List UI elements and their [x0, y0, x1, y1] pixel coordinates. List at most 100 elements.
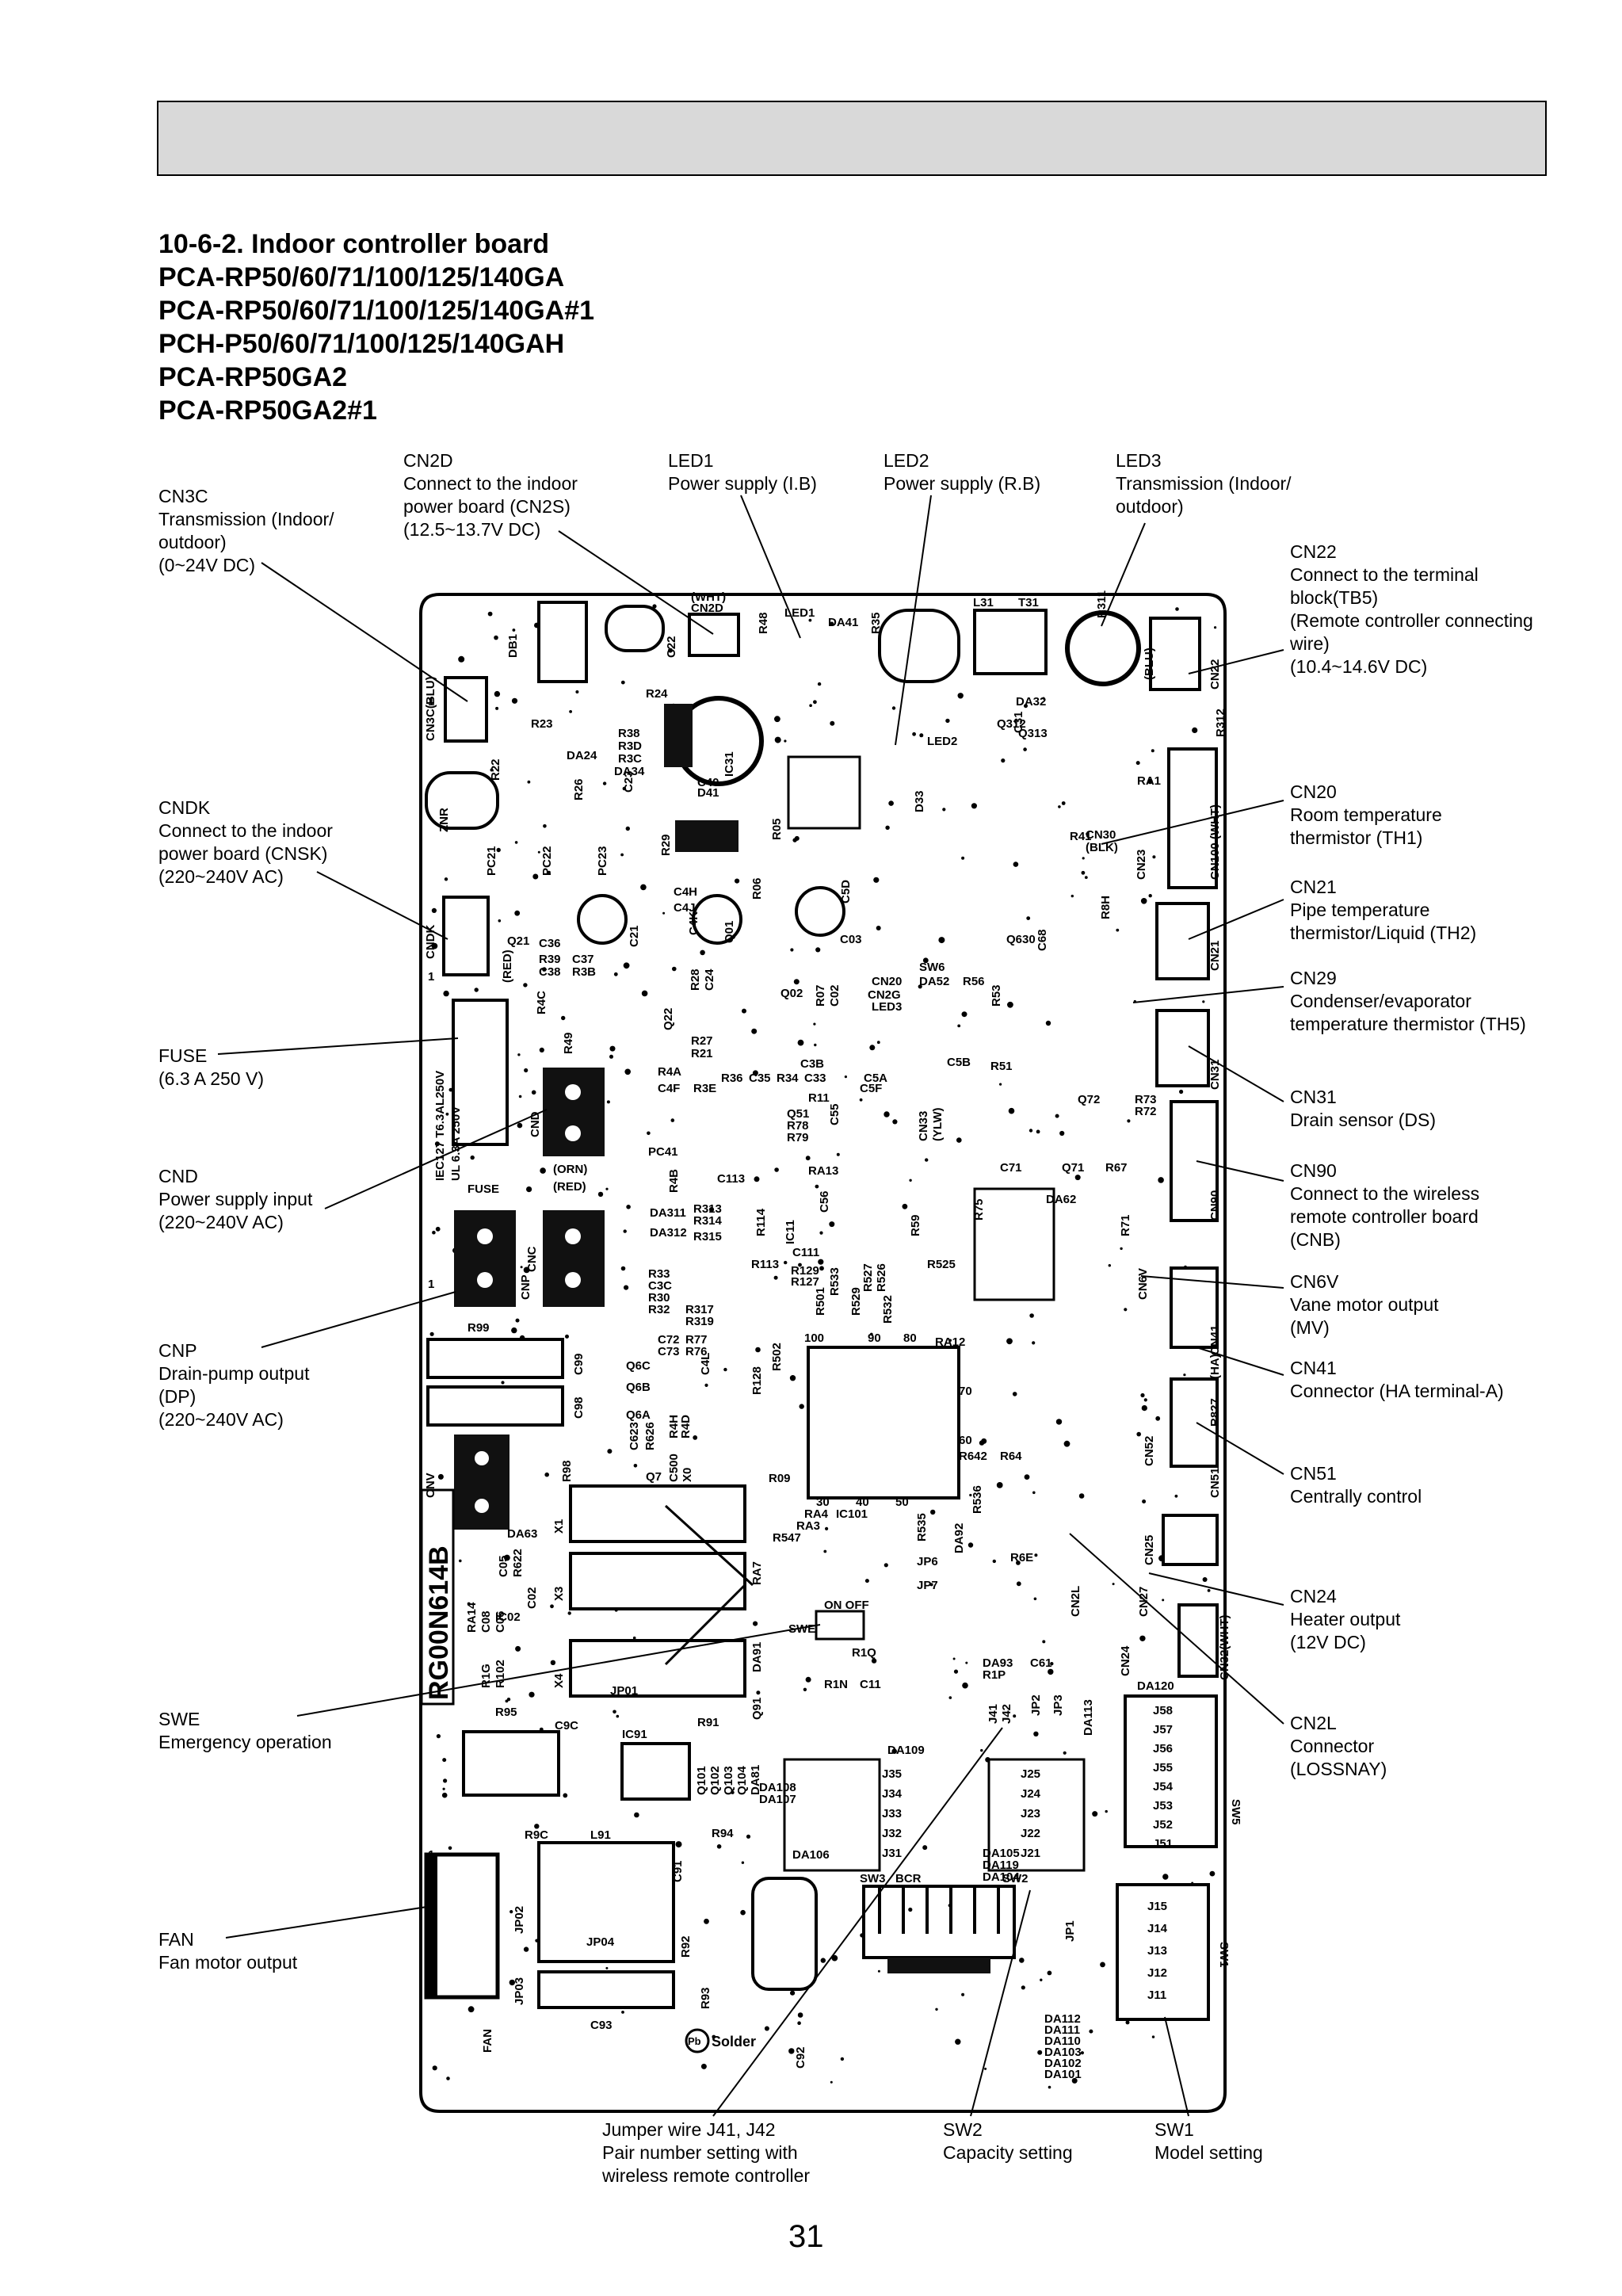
mark-r59: R59: [909, 1214, 922, 1236]
mark-c99: C99: [572, 1353, 586, 1375]
solder-pad: [435, 1226, 441, 1232]
solder-pad: [1061, 801, 1066, 805]
callout-cn41: CN41 Connector (HA terminal-A): [1290, 1357, 1504, 1403]
solder-pad: [515, 1318, 520, 1323]
sw1-switch: [1116, 1883, 1210, 2021]
mark-solder: Solder: [712, 2034, 756, 2050]
mark-q103: Q103: [722, 1766, 735, 1795]
solder-pad: [888, 800, 894, 806]
solder-pad: [675, 1841, 682, 1848]
callout-cn90-line: remote controller board: [1290, 1206, 1479, 1227]
callout-led2-line: Power supply (R.B): [884, 473, 1041, 494]
cnc-connector: [543, 1210, 605, 1307]
mark-da108: DA108: [759, 1781, 796, 1794]
mark-cn21: CN21: [1208, 941, 1222, 971]
solder-pad: [815, 1184, 819, 1189]
solder-pad: [756, 1690, 761, 1695]
leader-cn41: [1196, 1347, 1284, 1376]
solder-pad: [871, 1658, 877, 1664]
mark-r67: R67: [1105, 1161, 1128, 1175]
mark-r1q: R1Q: [852, 1646, 876, 1660]
mark-da41: DA41: [828, 616, 858, 629]
solder-pad: [1080, 2051, 1084, 2055]
mark-r536: R536: [971, 1485, 984, 1514]
solder-pad: [819, 1231, 823, 1235]
solder-pad: [1024, 1474, 1030, 1480]
solder-pad: [1037, 2050, 1043, 2055]
solder-pad: [1048, 1668, 1054, 1675]
solder-pad: [624, 1285, 629, 1290]
callout-cn3c-line: CN3C: [158, 486, 208, 506]
mark-x0: X0: [681, 1468, 694, 1482]
mark-r99: R99: [468, 1321, 490, 1335]
leader-cn20: [1101, 800, 1284, 845]
callout-cndk-line: power board (CNSK): [158, 843, 328, 864]
solder-pad: [1214, 626, 1217, 629]
callout-cn2d-line: (12.5~13.7V DC): [403, 519, 541, 540]
mark-c5d: C5D: [839, 880, 853, 904]
solder-pad: [429, 1331, 434, 1336]
leader-cn51: [1196, 1422, 1284, 1475]
mark-q02: Q02: [780, 987, 803, 1000]
mark-da311: DA311: [650, 1206, 686, 1220]
solder-pad: [1013, 1714, 1017, 1718]
mark-j52: J52: [1153, 1818, 1173, 1832]
solder-pad: [544, 1472, 549, 1477]
mark-da92: DA92: [952, 1523, 966, 1553]
solder-pad: [797, 1039, 804, 1046]
callout-cn20-line: CN20: [1290, 781, 1337, 802]
solder-pad: [441, 1792, 448, 1798]
mark-c23: C23: [622, 770, 635, 793]
solder-pad: [613, 972, 618, 976]
mark-cn52: CN52: [1143, 1436, 1156, 1466]
solder-pad: [790, 1990, 796, 1996]
title-block: 10-6-2. Indoor controller board PCA-RP50…: [158, 227, 594, 427]
solder-pad: [459, 1559, 462, 1563]
solder-pad: [468, 2006, 475, 2013]
mark-r3e: R3E: [693, 1082, 716, 1095]
cnv-pin: [475, 1499, 489, 1513]
film-capacitor-c99: [426, 1338, 564, 1379]
solder-pad: [823, 1549, 827, 1553]
callout-cn22-line: (Remote controller connecting: [1290, 610, 1533, 631]
solder-pad: [498, 919, 502, 923]
cn32-connector: [1177, 1603, 1219, 1678]
solder-pad: [1148, 894, 1152, 898]
solder-pad: [919, 733, 924, 738]
solder-pad: [543, 824, 547, 828]
callout-sw2: SW2 Capacity setting: [943, 2118, 1073, 2164]
mark-j13: J13: [1147, 1944, 1167, 1958]
solder-pad: [1045, 1020, 1051, 1026]
leader-cnp: [261, 1291, 456, 1348]
mark-cn51: CN51: [1208, 1468, 1222, 1498]
callout-cn31-line: Drain sensor (DS): [1290, 1110, 1437, 1130]
solder-pad: [803, 1687, 807, 1691]
solder-pad: [1042, 1640, 1046, 1644]
solder-pad: [885, 825, 890, 831]
callout-cn24-line: CN24: [1290, 1586, 1337, 1606]
mark-r3d: R3D: [618, 739, 642, 753]
relay-x4: [569, 1639, 746, 1698]
solder-pad: [523, 1266, 530, 1274]
mark-r26: R26: [572, 778, 586, 800]
solder-pad: [957, 1024, 961, 1028]
mark-r07: R07: [814, 984, 827, 1007]
solder-pad: [955, 2038, 961, 2045]
solder-pad: [487, 611, 493, 617]
mark-da119: DA119: [983, 1859, 1019, 1872]
callout-led1-line: Power supply (I.B): [668, 473, 817, 494]
mark-swe: SWE: [788, 1622, 815, 1636]
solder-pad: [805, 1676, 811, 1683]
mark-c4j: C4J: [674, 901, 696, 915]
solder-pad: [1192, 727, 1198, 734]
solder-pad: [445, 1112, 449, 1116]
solder-pad: [938, 937, 945, 944]
mark-j34: J34: [882, 1787, 903, 1801]
solder-pad: [523, 983, 528, 988]
solder-pad: [1001, 758, 1006, 763]
callout-fan-line: FAN: [158, 1929, 194, 1950]
mark-c11: C11: [860, 1678, 881, 1691]
callout-cndk: CNDK Connect to the indoor power board (…: [158, 797, 333, 888]
solder-pad: [956, 1137, 962, 1143]
solder-pad: [517, 1122, 523, 1129]
